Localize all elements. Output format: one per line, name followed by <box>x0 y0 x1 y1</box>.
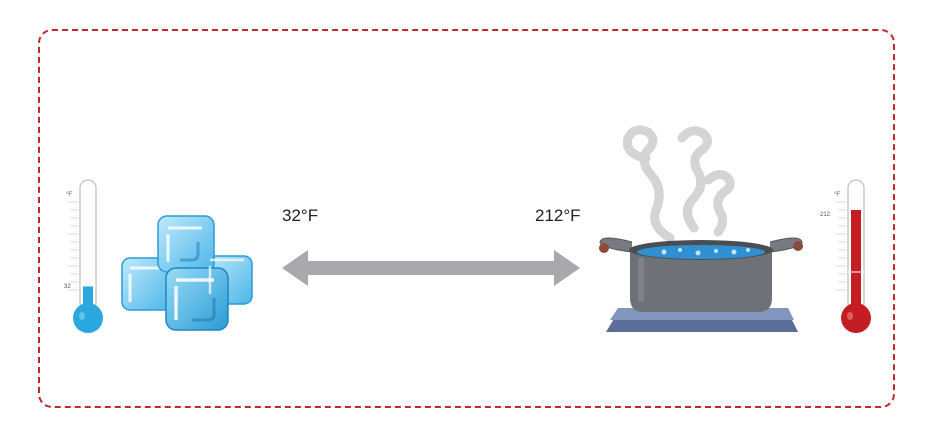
cold-unit-label: °F <box>66 192 72 198</box>
hot-unit-label: °F <box>834 192 840 198</box>
cold-thermometer-icon: °F 32 <box>64 179 103 333</box>
hot-reading-label: 212 <box>820 212 831 218</box>
hot-thermometer-icon: °F 212 <box>820 179 871 333</box>
double-arrow-icon <box>282 250 580 286</box>
dashed-frame <box>38 29 895 408</box>
ice-cubes-icon <box>121 215 253 331</box>
boiling-point-label: 212°F <box>535 206 581 225</box>
boiling-pot-icon <box>599 125 803 332</box>
cold-reading-label: 32 <box>64 284 71 290</box>
freezing-point-label: 32°F <box>282 206 319 225</box>
